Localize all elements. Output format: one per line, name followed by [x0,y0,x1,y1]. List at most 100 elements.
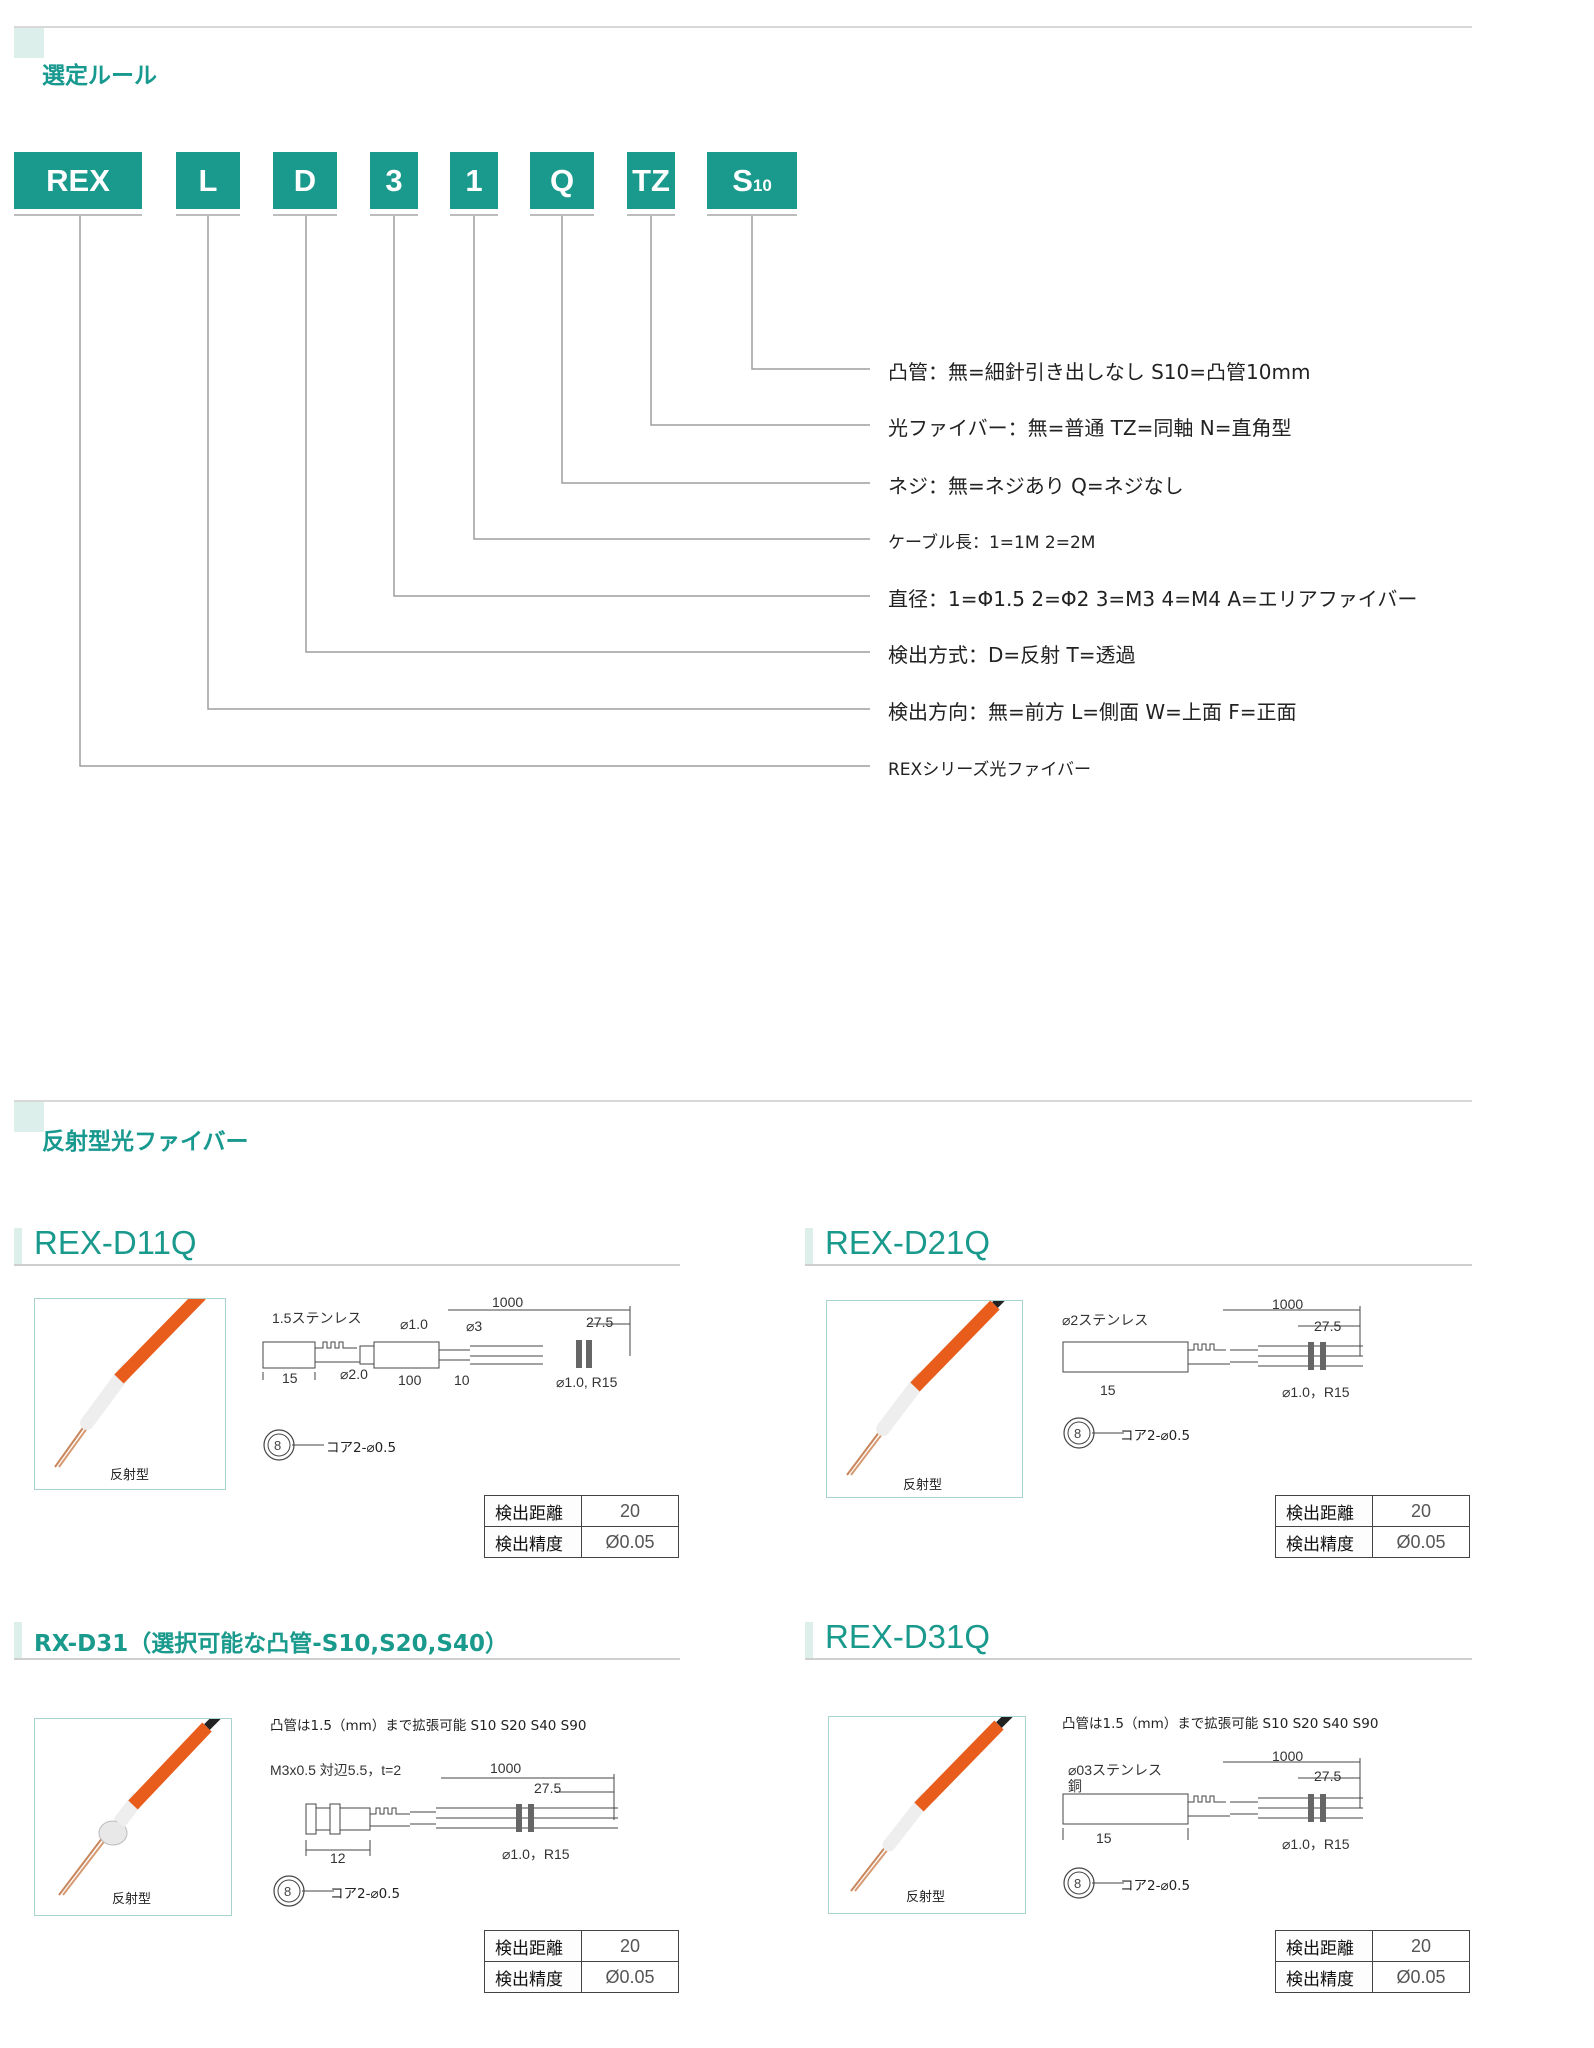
spec-key: 検出距離 [1275,1495,1373,1527]
photo-caption: 反射型 [903,1478,943,1493]
dim-label: 100 [398,1372,422,1388]
photo-caption: 反射型 [110,1468,150,1483]
fiber-sensor-image [58,1702,232,1896]
product-title: RX-D31（選択可能な凸管-S10,S20,S40） [34,1631,508,1657]
code-box-rex: REX [14,152,142,209]
desc-diameter: 直径：1=Φ1.5 2=Φ2 3=M3 4=M4 A=エリアファイバー [888,587,1418,611]
dim-label: ⌀1.0, R15 [556,1374,618,1390]
dimension-drawing [262,1306,631,1380]
spec-value: Ø0.05 [1372,1961,1470,1993]
dimension-drawing [1062,1758,1363,1840]
code-box-l: L [176,152,240,209]
section-divider [14,1100,1472,1102]
desc-convex-tube: 凸管：無=細針引き出しなし S10=凸管10mm [888,360,1311,384]
section-marker [14,1102,44,1132]
code-underline [176,214,240,216]
desc-series: REXシリーズ光ファイバー [888,760,1092,780]
title-marker [14,1622,22,1658]
title-marker [14,1228,22,1264]
spec-key: 検出精度 [484,1961,582,1993]
convex-tube-note: 凸管は1.5（mm）まで拡張可能 S10 S20 S40 S90 [270,1718,587,1734]
section-title-reflective-fiber: 反射型光ファイバー [42,1129,249,1155]
title-underline [14,1264,680,1266]
spec-key: 検出精度 [1275,1961,1373,1993]
dim-label: 15 [1100,1382,1116,1398]
dim-label: 1000 [490,1760,522,1776]
dim-label: ⌀1.0 [400,1316,428,1332]
code-underline [370,214,418,216]
spec-value: 20 [1372,1930,1470,1962]
product-title: REX-D21Q [825,1224,991,1261]
desc-screw: ネジ：無=ネジあり Q=ネジなし [888,474,1184,498]
dim-label: ⌀3 [466,1318,483,1334]
code-box-1: 1 [450,152,498,209]
spec-key: 検出精度 [484,1526,582,1558]
dimension-drawing [305,1774,618,1856]
title-marker [805,1228,813,1264]
dim-label: ⌀2.0 [340,1366,368,1382]
svg-text:8: 8 [284,1884,291,1899]
desc-optical-fiber: 光ファイバー：無=普通 TZ=同軸 N=直角型 [888,416,1292,440]
title-marker [805,1622,813,1658]
dim-label: 1000 [1272,1296,1304,1312]
svg-text:8: 8 [1074,1876,1081,1891]
code-s-sub: 10 [752,175,772,195]
product-title: REX-D31Q [825,1618,991,1655]
convex-tube-note: 凸管は1.5（mm）まで拡張可能 S10 S20 S40 S90 [1062,1716,1379,1732]
code-box-q: Q [530,152,594,209]
dim-label: 27.5 [1314,1318,1342,1334]
desc-detection-method: 検出方式：D=反射 T=透過 [888,643,1136,667]
fiber-sensor-image [846,1280,1020,1476]
core-section-icon: 8 [1063,1867,1124,1899]
dimension-drawing [1062,1306,1363,1373]
svg-text:8: 8 [274,1438,281,1453]
fiber-sensor-image [850,1700,1024,1892]
dim-label: ⌀2ステンレス [1062,1312,1149,1328]
title-underline [805,1264,1472,1266]
dim-label: ⌀1.0，R15 [1282,1836,1350,1852]
dim-label: 27.5 [1314,1768,1342,1784]
dim-label: 10 [454,1372,470,1388]
desc-detection-direction: 検出方向：無=前方 L=側面 W=上面 F=正面 [888,700,1297,724]
code-box-3: 3 [370,152,418,209]
dim-label: 1.5ステンレス [272,1310,362,1326]
title-underline [14,1658,680,1660]
dim-label: ⌀03ステンレス [1068,1762,1163,1778]
code-s-main: S [732,162,753,198]
spec-value: 20 [1372,1495,1470,1527]
product-photo [34,1272,226,1490]
section-divider [14,26,1472,28]
dim-label: 12 [330,1850,346,1866]
spec-value: Ø0.05 [581,1526,679,1558]
section-title-selection-rule: 選定ルール [42,63,157,89]
dim-label: ⌀1.0，R15 [502,1846,570,1862]
core-label: コア2-⌀0.5 [1120,1878,1191,1894]
code-underline [14,214,142,216]
photo-caption: 反射型 [112,1892,152,1907]
core-label: コア2-⌀0.5 [1120,1428,1191,1444]
spec-value: 20 [581,1495,679,1527]
dim-label: 1000 [1272,1748,1304,1764]
product-photo [34,1702,232,1916]
dim-label: 銅 [1068,1778,1082,1794]
dim-label: 27.5 [586,1314,614,1330]
product-photo [826,1280,1023,1498]
section-marker [14,28,44,58]
dim-label: M3x0.5 対辺5.5，t=2 [270,1762,402,1778]
core-label: コア2-⌀0.5 [326,1440,397,1456]
code-underline [450,214,498,216]
code-box-tz: TZ [627,152,675,209]
photo-caption: 反射型 [906,1890,946,1905]
spec-key: 検出精度 [1275,1526,1373,1558]
spec-value: Ø0.05 [581,1961,679,1993]
